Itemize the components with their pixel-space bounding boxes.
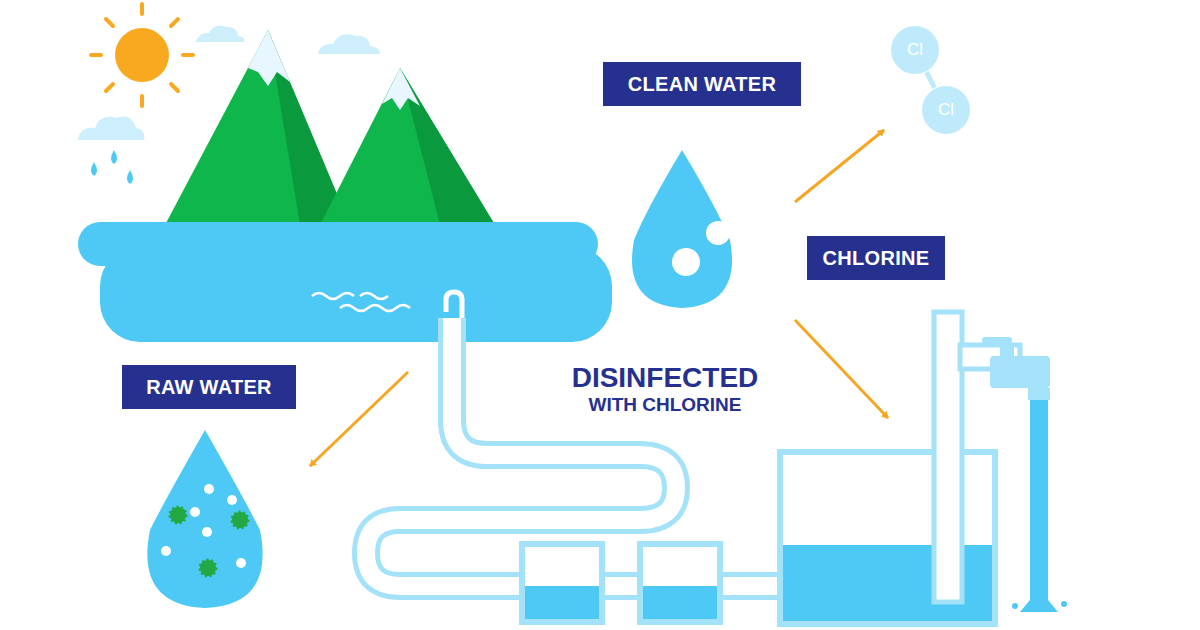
bond-line xyxy=(926,72,934,88)
clean-water-drop xyxy=(632,150,732,308)
process-label: WITH CHLORINE xyxy=(588,394,741,416)
label-box: RAW WATER xyxy=(122,365,296,409)
label-box: CLEAN WATER xyxy=(603,62,801,106)
arrows xyxy=(310,130,888,466)
filters xyxy=(522,544,720,622)
atom-circle: Cl xyxy=(921,85,971,135)
box-label: RAW WATER xyxy=(146,376,272,399)
rain xyxy=(91,150,133,184)
label-box: CHLORINE xyxy=(807,236,946,280)
tank xyxy=(780,312,1067,624)
raw-water-drop xyxy=(147,430,262,608)
waves xyxy=(312,293,410,311)
mountains xyxy=(165,30,495,225)
box-label: CLEAN WATER xyxy=(628,73,776,96)
atom-circle: Cl xyxy=(890,25,940,75)
lake xyxy=(78,222,612,342)
process-label: DISINFECTED xyxy=(572,362,759,394)
sun xyxy=(91,4,193,106)
box-label: CHLORINE xyxy=(823,247,930,270)
atom-symbol: Cl xyxy=(907,40,923,60)
atom-symbol: Cl xyxy=(938,100,954,120)
